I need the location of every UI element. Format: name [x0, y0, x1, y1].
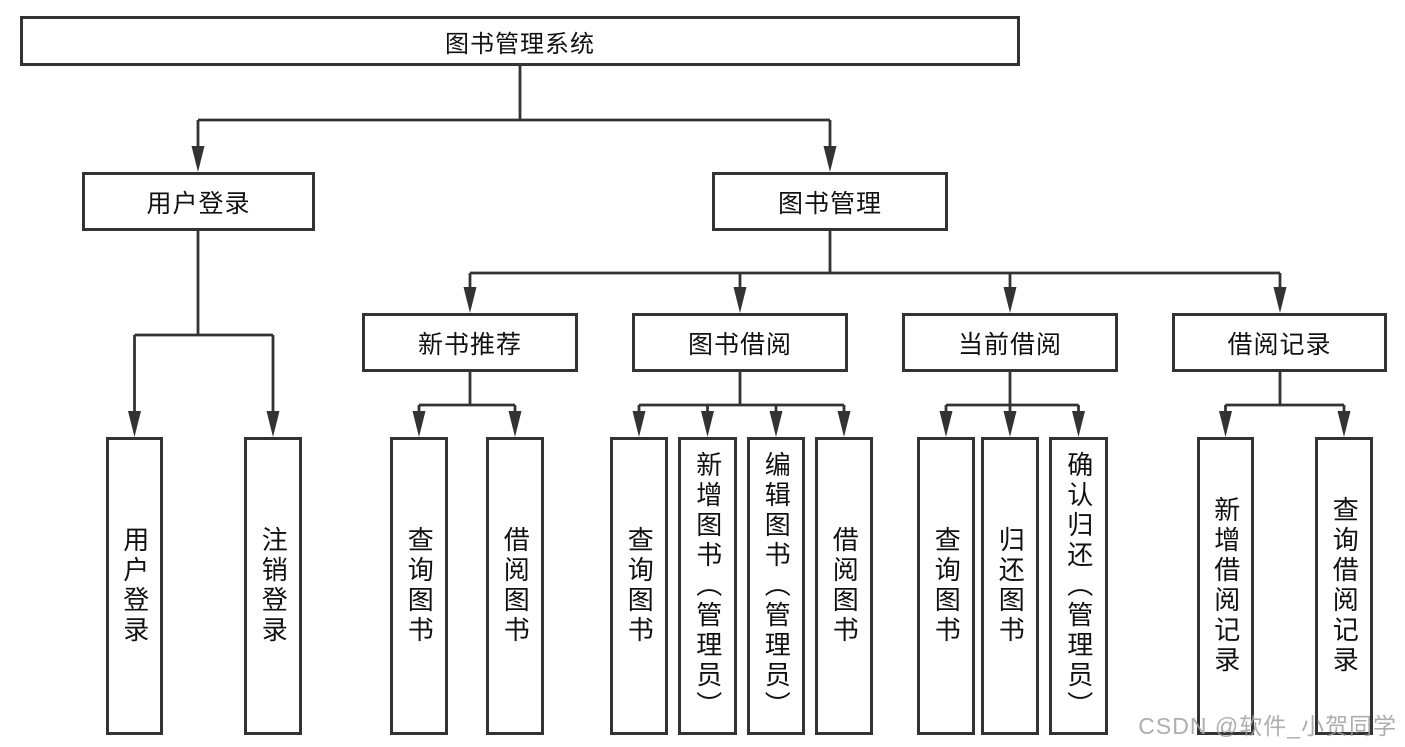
node-book-management: 图书管理 [712, 172, 948, 231]
node-borrowing-records: 借阅记录 [1172, 313, 1387, 372]
arrow-down-icon [128, 411, 141, 437]
leaf-user-login: 用户登录 [106, 437, 163, 735]
leaf-cb-confirm-return-admin: 确认归还（管理员） [1049, 437, 1108, 735]
arrow-down-icon [1273, 287, 1287, 313]
watermark: CSDN @软件_小贺同学 [1138, 713, 1397, 739]
leaf-bb-query-books: 查询图书 [610, 437, 668, 735]
leaf-cb-query-books: 查询图书 [917, 437, 975, 735]
node-new-book-recommend: 新书推荐 [362, 313, 578, 372]
arrow-down-icon [823, 146, 837, 172]
leaf-cb-return-books: 归还图书 [981, 437, 1039, 735]
arrow-down-icon [1072, 411, 1085, 437]
node-current-borrowing: 当前借阅 [902, 313, 1118, 372]
arrow-down-icon [463, 287, 477, 313]
arrow-down-icon [1003, 411, 1017, 437]
arrow-down-icon [191, 146, 205, 172]
arrow-down-icon [837, 411, 851, 437]
arrow-down-icon [632, 411, 646, 437]
leaf-bb-edit-books-admin: 编辑图书（管理员） [747, 437, 805, 735]
leaf-logout: 注销登录 [244, 437, 302, 735]
arrow-down-icon [701, 411, 714, 437]
arrow-down-icon [412, 411, 426, 437]
connector-lines [133, 66, 1346, 414]
arrow-down-icon [1337, 411, 1351, 437]
leaf-nbr-borrow-books: 借阅图书 [486, 437, 544, 735]
arrowheads [128, 146, 1351, 437]
node-book-borrowing: 图书借阅 [632, 313, 848, 372]
leaf-bb-add-books-admin: 新增图书（管理员） [678, 437, 737, 735]
arrow-down-icon [266, 411, 280, 437]
leaf-br-query-record: 查询借阅记录 [1315, 437, 1373, 735]
arrow-down-icon [939, 411, 953, 437]
arrow-down-icon [1003, 287, 1017, 313]
arrow-down-icon [733, 287, 747, 313]
leaf-br-add-record: 新增借阅记录 [1197, 437, 1254, 735]
leaf-nbr-query-books: 查询图书 [390, 437, 448, 735]
node-root: 图书管理系统 [20, 16, 1020, 66]
arrow-down-icon [1219, 411, 1232, 437]
leaf-bb-borrow-books: 借阅图书 [815, 437, 873, 735]
arrow-down-icon [769, 411, 783, 437]
node-user-login: 用户登录 [82, 172, 315, 231]
arrow-down-icon [508, 411, 522, 437]
